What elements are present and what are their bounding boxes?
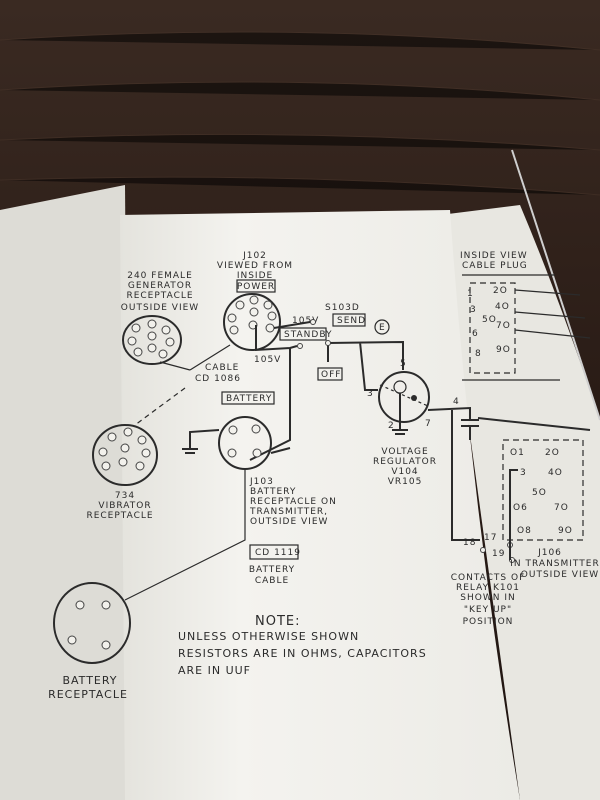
- svg-text:5: 5: [400, 359, 407, 369]
- switch-s103d: S103D SEND STANDBY 105V 105V OFF E: [249, 303, 404, 461]
- svg-text:RECEPTACLE ON: RECEPTACLE ON: [250, 497, 337, 507]
- svg-text:5O: 5O: [532, 488, 547, 498]
- svg-text:E: E: [379, 323, 386, 333]
- svg-text:STANDBY: STANDBY: [284, 330, 333, 340]
- svg-text:VOLTAGE: VOLTAGE: [381, 447, 428, 457]
- svg-text:INSIDE: INSIDE: [237, 271, 273, 281]
- svg-text:SHOWN IN: SHOWN IN: [460, 593, 515, 603]
- vibrator-receptacle: 734 VIBRATOR RECEPTACLE: [86, 424, 158, 521]
- svg-text:POSITION: POSITION: [463, 617, 514, 627]
- svg-text:UNLESS OTHERWISE SHOWN: UNLESS OTHERWISE SHOWN: [178, 630, 359, 643]
- svg-text:SEND: SEND: [337, 316, 366, 326]
- j106-connector: O1 2O 3 4O 5O O6 7O O8 9O J106 IN TRANSM…: [477, 417, 599, 580]
- cable-plug: INSIDE VIEW CABLE PLUG 1 2O 3 4O 5O 6 7O…: [460, 251, 591, 381]
- wood-grain: [0, 31, 600, 196]
- svg-text:9O: 9O: [496, 345, 511, 355]
- svg-text:7O: 7O: [496, 321, 511, 331]
- cable-arrows: [159, 344, 231, 371]
- svg-text:J106: J106: [537, 548, 562, 558]
- svg-text:S103D: S103D: [325, 303, 360, 313]
- svg-text:OUTSIDE VIEW: OUTSIDE VIEW: [121, 303, 199, 313]
- left-page: [0, 185, 130, 800]
- svg-text:7: 7: [425, 419, 432, 429]
- svg-text:18: 18: [463, 538, 476, 548]
- svg-text:BATTERY: BATTERY: [226, 394, 272, 404]
- svg-text:POWER: POWER: [237, 282, 275, 292]
- svg-text:2O: 2O: [545, 448, 560, 458]
- svg-text:CABLE PLUG: CABLE PLUG: [462, 261, 528, 271]
- battery-receptacle: BATTERY RECEPTACLE: [48, 582, 131, 701]
- svg-text:8: 8: [475, 349, 482, 359]
- svg-text:CONTACTS OF: CONTACTS OF: [451, 573, 526, 583]
- svg-text:734: 734: [115, 491, 135, 501]
- svg-text:4O: 4O: [548, 468, 563, 478]
- svg-text:BATTERY: BATTERY: [62, 674, 117, 687]
- svg-text:O1: O1: [510, 448, 525, 458]
- svg-text:RELAY K101: RELAY K101: [456, 583, 520, 593]
- svg-text:240 FEMALE: 240 FEMALE: [127, 271, 193, 281]
- svg-text:RECEPTACLE: RECEPTACLE: [126, 291, 193, 301]
- svg-text:O8: O8: [517, 526, 532, 536]
- svg-text:REGULATOR: REGULATOR: [373, 457, 437, 467]
- svg-text:OUTSIDE VIEW: OUTSIDE VIEW: [521, 570, 599, 580]
- svg-text:TRANSMITTER,: TRANSMITTER,: [249, 507, 328, 517]
- j103-battery-receptacle: BATTERY J103 BATTERY RECEPTACLE ON TRANS…: [124, 391, 337, 601]
- svg-text:2: 2: [388, 421, 395, 431]
- svg-text:GENERATOR: GENERATOR: [128, 281, 192, 291]
- svg-text:NOTE:: NOTE:: [255, 614, 301, 629]
- svg-text:INSIDE VIEW: INSIDE VIEW: [460, 251, 528, 261]
- svg-text:VR105: VR105: [388, 477, 423, 487]
- cable-dashed: [134, 387, 186, 426]
- svg-text:3: 3: [520, 468, 527, 478]
- svg-text:J103: J103: [249, 477, 274, 487]
- svg-text:OUTSIDE VIEW: OUTSIDE VIEW: [250, 517, 328, 527]
- svg-text:"KEY UP": "KEY UP": [464, 605, 512, 615]
- svg-text:O6: O6: [513, 503, 528, 513]
- svg-text:ARE IN UUF: ARE IN UUF: [178, 664, 251, 677]
- j102-connector: J102 VIEWED FROM INSIDE POWER: [217, 251, 293, 351]
- svg-text:105V: 105V: [254, 355, 281, 365]
- svg-text:105V: 105V: [292, 316, 319, 326]
- svg-text:BATTERY: BATTERY: [250, 487, 296, 497]
- cable-id: CD 1086: [195, 374, 241, 384]
- svg-text:VIEWED FROM: VIEWED FROM: [217, 261, 293, 271]
- svg-text:7O: 7O: [554, 503, 569, 513]
- relay-contacts: 18 17 19 CONTACTS OF RELAY K101 SHOWN IN…: [451, 533, 526, 627]
- svg-text:BATTERY: BATTERY: [249, 565, 295, 575]
- svg-text:5O: 5O: [482, 315, 497, 325]
- svg-text:4O: 4O: [495, 302, 510, 312]
- note-block: NOTE: UNLESS OTHERWISE SHOWN RESISTORS A…: [178, 614, 427, 677]
- svg-text:2O: 2O: [493, 286, 508, 296]
- voltage-regulator: 5 3 2 7 4 VOLTAGE REGULATOR V104 VR105: [367, 359, 480, 541]
- svg-text:6: 6: [472, 329, 479, 339]
- right-page: [440, 205, 600, 800]
- generator-receptacle: 240 FEMALE GENERATOR RECEPTACLE OUTSIDE …: [121, 271, 199, 365]
- cable-label: CABLE: [205, 363, 239, 373]
- svg-text:3: 3: [470, 305, 477, 315]
- svg-text:17: 17: [484, 533, 497, 543]
- svg-text:9O: 9O: [558, 526, 573, 536]
- svg-text:1: 1: [467, 289, 474, 299]
- svg-text:V104: V104: [391, 467, 418, 477]
- svg-text:19: 19: [492, 549, 505, 559]
- main-page: [120, 210, 520, 800]
- svg-text:4: 4: [453, 397, 460, 407]
- svg-text:RECEPTACLE: RECEPTACLE: [48, 688, 128, 701]
- svg-text:3: 3: [367, 389, 374, 399]
- svg-text:CD 1119: CD 1119: [255, 548, 301, 558]
- svg-text:J102: J102: [242, 251, 267, 261]
- svg-text:IN TRANSMITTER: IN TRANSMITTER: [510, 559, 599, 569]
- svg-text:RECEPTACLE: RECEPTACLE: [86, 511, 153, 521]
- svg-text:RESISTORS ARE IN OHMS, CAPACIT: RESISTORS ARE IN OHMS, CAPACITORS: [178, 647, 427, 660]
- svg-text:OFF: OFF: [321, 370, 341, 380]
- svg-text:CABLE: CABLE: [255, 576, 289, 586]
- pencil: [511, 149, 600, 421]
- svg-text:VIBRATOR: VIBRATOR: [98, 501, 151, 511]
